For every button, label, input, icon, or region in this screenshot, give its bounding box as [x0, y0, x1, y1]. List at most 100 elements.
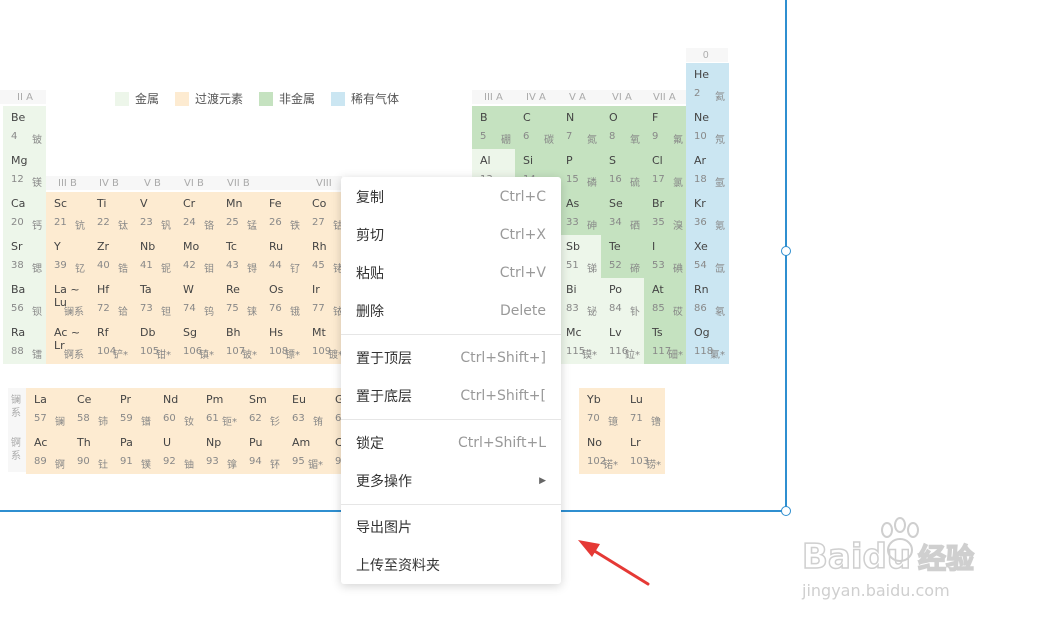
element-number: 74 — [183, 303, 196, 314]
menu-item-lock[interactable]: 锁定 Ctrl+Shift+L — [341, 428, 561, 458]
element-symbol: Nd — [163, 393, 179, 406]
element-symbol: Sg — [183, 326, 197, 339]
legend-label: 过渡元素 — [195, 92, 244, 106]
menu-item-shortcut: Ctrl+C — [499, 189, 546, 205]
menu-item-label: 置于顶层 — [356, 351, 412, 367]
element-symbol: Se — [609, 197, 623, 210]
series-strip — [8, 388, 26, 472]
menu-item-cut[interactable]: 剪切 Ctrl+X — [341, 220, 561, 250]
menu-item-shortcut: Ctrl+Shift+L — [458, 435, 546, 451]
legend: 金属 过渡元素 非金属 稀有气体 — [115, 90, 415, 107]
menu-item-paste[interactable]: 粘贴 Ctrl+V — [341, 258, 561, 288]
element-number: 60 — [163, 413, 176, 424]
element-symbol: Yb — [587, 393, 601, 406]
element-chinese-name: 钙 — [32, 221, 42, 232]
element-symbol: Ta — [140, 283, 152, 296]
element-symbol: Sm — [249, 393, 267, 406]
menu-item-delete[interactable]: 删除 Delete — [341, 296, 561, 326]
element-chinese-name: 氟 — [673, 135, 683, 146]
series-label-lanthanide: 镧系 — [11, 395, 21, 419]
legend-swatch — [331, 91, 346, 106]
element-number: 34 — [609, 217, 622, 228]
menu-item-bring-to-front[interactable]: 置于顶层 Ctrl+Shift+] — [341, 343, 561, 373]
menu-item-upload-to-folder[interactable]: 上传至资料夹 — [341, 550, 561, 580]
menu-item-copy[interactable]: 复制 Ctrl+C — [341, 182, 561, 212]
element-symbol: Np — [206, 436, 222, 449]
element-symbol: F — [652, 111, 659, 124]
group-label-iiib: III B — [58, 178, 77, 189]
element-symbol: Pu — [249, 436, 263, 449]
element-number: 109 — [312, 346, 332, 357]
legend-item-metal: 金属 — [115, 90, 159, 107]
element-symbol: U — [163, 436, 172, 449]
submenu-arrow-icon: ▶ — [539, 476, 546, 486]
periodic-table-image[interactable]: 0 II A III B IV B V B VI B VII B VIII II… — [0, 0, 785, 510]
menu-separator — [341, 419, 561, 420]
element-chinese-name: 钛 — [118, 221, 128, 232]
legend-swatch — [115, 91, 129, 106]
menu-item-send-to-back[interactable]: 置于底层 Ctrl+Shift+[ — [341, 381, 561, 411]
svg-text:jingyan.baidu.com: jingyan.baidu.com — [801, 581, 950, 600]
element-number: 42 — [183, 260, 196, 271]
element-symbol: Ar — [694, 154, 707, 167]
element-chinese-name: 锇 — [290, 307, 300, 318]
svg-text:Baidu: Baidu — [802, 537, 911, 577]
group-label-ivb: IV B — [99, 178, 119, 189]
element-chinese-name: 氦 — [715, 92, 725, 103]
element-symbol: Ne — [694, 111, 709, 124]
element-number: 105 — [140, 346, 160, 357]
menu-item-label: 置于底层 — [356, 389, 412, 405]
menu-item-shortcut: Ctrl+V — [499, 265, 546, 281]
resize-handle-bottom-right[interactable] — [781, 506, 791, 516]
element-symbol: At — [652, 283, 664, 296]
element-symbol: Rf — [97, 326, 109, 339]
element-symbol: Og — [694, 326, 710, 339]
element-number: 77 — [312, 303, 325, 314]
element-symbol: As — [566, 197, 580, 210]
element-chinese-name: 钕 — [184, 417, 194, 428]
menu-item-more-actions[interactable]: 更多操作 ▶ — [341, 466, 561, 496]
element-number: 86 — [694, 303, 707, 314]
element-symbol: Mt — [312, 326, 326, 339]
element-chinese-name: 锑 — [587, 264, 597, 275]
element-symbol: C — [523, 111, 531, 124]
element-chinese-name: 钳* — [156, 350, 171, 361]
element-symbol: Xe — [694, 240, 708, 253]
element-symbol: Ru — [269, 240, 284, 253]
element-number: 18 — [694, 174, 707, 185]
element-chinese-name: 镱 — [608, 417, 618, 428]
group-label-iiia: III A — [484, 92, 503, 103]
element-symbol: Ce — [77, 393, 92, 406]
element-number: 90 — [77, 456, 90, 467]
element-symbol: La — [34, 393, 47, 406]
element-chinese-name: 锕系 — [64, 350, 84, 361]
menu-item-label: 粘贴 — [356, 266, 384, 282]
selection-border-right — [785, 0, 787, 512]
menu-item-export-image[interactable]: 导出图片 — [341, 512, 561, 542]
menu-item-label: 剪切 — [356, 228, 384, 244]
resize-handle-right[interactable] — [781, 246, 791, 256]
element-number: 106 — [183, 346, 203, 357]
element-number: 43 — [226, 260, 239, 271]
element-chinese-name: 碲 — [630, 264, 640, 275]
element-chinese-name: 鿬* — [668, 350, 683, 361]
element-chinese-name: 钪 — [75, 221, 85, 232]
element-symbol: Fe — [269, 197, 282, 210]
legend-label: 非金属 — [279, 92, 316, 106]
element-number: 95 — [292, 456, 305, 467]
group-strip-zero — [686, 48, 728, 62]
element-chinese-name: 镇* — [199, 350, 214, 361]
